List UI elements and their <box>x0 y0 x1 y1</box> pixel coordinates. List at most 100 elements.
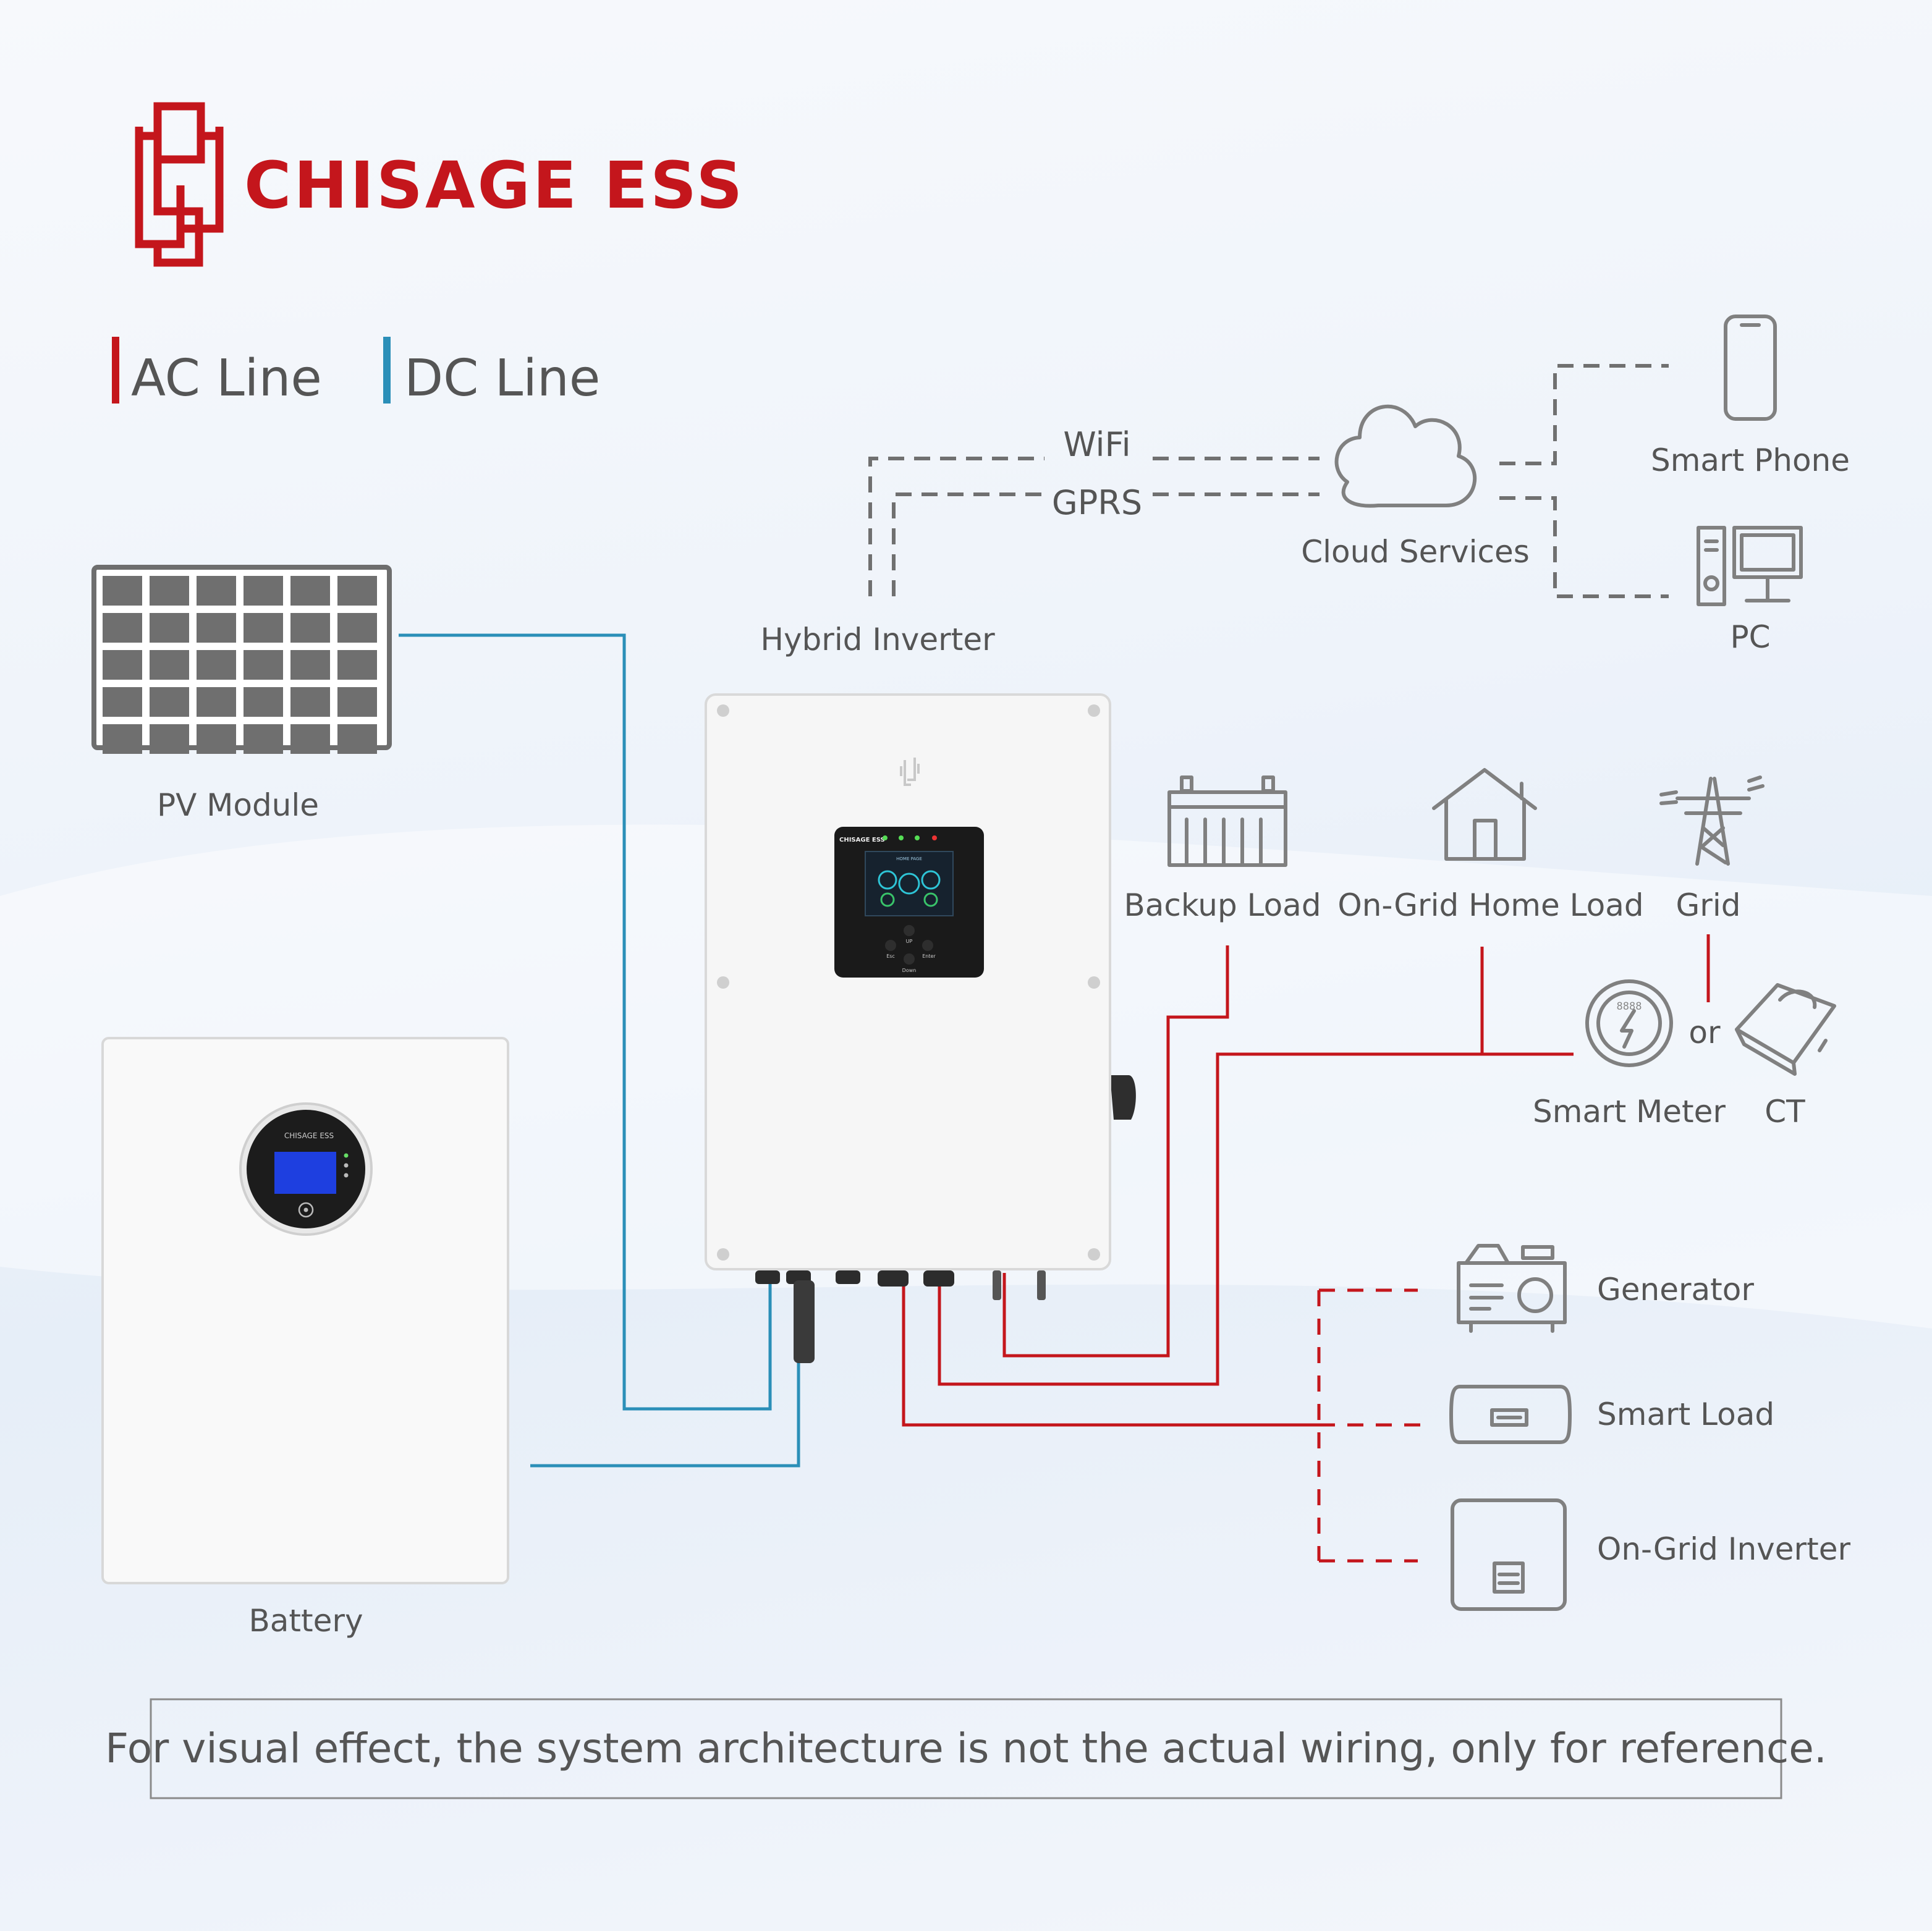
mount-screw <box>1088 704 1100 717</box>
inverter-enter-label: Enter <box>922 953 936 959</box>
pv-cell <box>103 650 142 680</box>
inverter-down-button[interactable] <box>904 953 915 965</box>
backup-load-ac-line <box>1002 945 1229 1358</box>
pv-cell <box>244 650 283 680</box>
pv-cell <box>197 576 236 606</box>
phone-link <box>1499 364 1669 465</box>
grid-label: Grid <box>1676 887 1741 923</box>
brand-logo: CHISAGE ESS <box>135 102 745 267</box>
smart-load-icon <box>1449 1385 1572 1444</box>
battery-label: Battery <box>248 1603 363 1639</box>
generator-icon <box>1457 1244 1567 1333</box>
inverter-esc-button[interactable] <box>885 940 896 951</box>
dc-isolator-switch[interactable] <box>1110 1075 1136 1120</box>
inverter-up-button[interactable] <box>904 925 915 936</box>
pv-cell <box>244 724 283 754</box>
pv-cell <box>244 687 283 717</box>
battery-unit: CHISAGE ESS <box>101 1037 509 1584</box>
pv-cell <box>337 687 377 717</box>
gprs-link-left <box>892 492 1044 596</box>
pc-icon <box>1697 526 1803 606</box>
wifi-label: WiFi <box>1063 425 1130 464</box>
transmission-tower-icon <box>1659 775 1765 866</box>
mount-screw <box>1088 1248 1100 1261</box>
brand-name: CHISAGE ESS <box>244 148 745 223</box>
pv-cell-grid <box>103 576 377 754</box>
mount-screw <box>717 704 729 717</box>
pv-cell <box>244 613 283 643</box>
battery-status-led <box>344 1173 349 1178</box>
battery-panel-brand: CHISAGE ESS <box>284 1131 334 1140</box>
screen-battery-gauge <box>880 892 895 907</box>
pv-cell <box>150 576 189 606</box>
pv-cell <box>150 650 189 680</box>
chisage-logo-icon <box>135 102 224 267</box>
pv-cell <box>290 687 330 717</box>
wifi-link-left <box>868 457 1044 596</box>
inverter-led-alarm <box>932 835 937 840</box>
power-icon <box>303 1207 308 1212</box>
pv-cell <box>103 687 142 717</box>
battery-power-button[interactable] <box>298 1202 314 1218</box>
pv-cell <box>337 576 377 606</box>
pv-cell <box>197 724 236 754</box>
gen-port-ac-line <box>902 1273 1319 1427</box>
inverter-screen-title: HOME PAGE <box>896 856 922 861</box>
pv-cell <box>290 576 330 606</box>
inverter-cable-glands <box>755 1270 1046 1363</box>
pv-cell <box>337 613 377 643</box>
pv-cell <box>337 650 377 680</box>
battery-dc-line <box>530 1359 800 1468</box>
inverter-led-run <box>883 835 888 840</box>
inverter-logo-icon <box>900 758 920 786</box>
pc-label: PC <box>1730 619 1770 655</box>
pc-link <box>1499 496 1669 598</box>
ac-line-swatch <box>112 337 119 404</box>
pv-cell <box>197 650 236 680</box>
pv-cell <box>290 613 330 643</box>
inverter-body <box>705 693 1111 1270</box>
smart-meter-display: 8888 <box>1617 1000 1642 1013</box>
pv-dc-line <box>399 633 772 1411</box>
pv-cell <box>244 576 283 606</box>
inverter-up-label: UP <box>906 939 913 944</box>
inverter-esc-label: Esc <box>886 953 895 959</box>
inverter-led-grid <box>899 835 904 840</box>
screen-pv-gauge <box>878 870 897 890</box>
smart-phone-label: Smart Phone <box>1651 442 1850 478</box>
on-grid-inverter-label: On-Grid Inverter <box>1597 1531 1850 1567</box>
ac-line-label: AC Line <box>131 349 322 408</box>
cloud-icon <box>1334 404 1477 508</box>
note-box <box>150 1698 1782 1799</box>
ct-label: CT <box>1765 1094 1805 1130</box>
battery-cable <box>794 1280 815 1363</box>
communication-links <box>868 364 1669 598</box>
pv-module-icon <box>91 565 392 754</box>
cloud-services-label: Cloud Services <box>1301 534 1530 570</box>
hybrid-inverter-unit: CHISAGE ESS HOME PAGE UP Esc Enter Down <box>705 693 1136 1363</box>
on-grid-home-load-label: On-Grid Home Load <box>1337 887 1643 923</box>
pv-cell <box>290 650 330 680</box>
pv-cell <box>150 613 189 643</box>
pv-cell <box>150 687 189 717</box>
pv-cell <box>150 724 189 754</box>
backup-load-icon <box>1167 775 1287 867</box>
mount-screw <box>717 1248 729 1261</box>
ct-clamp-icon <box>1735 983 1836 1076</box>
pv-cell <box>197 687 236 717</box>
pv-cell <box>337 724 377 754</box>
smart-phone-icon <box>1724 315 1777 421</box>
hybrid-inverter-label: Hybrid Inverter <box>760 622 995 657</box>
battery-screen <box>274 1152 336 1194</box>
pv-cell <box>103 724 142 754</box>
pv-cell <box>290 724 330 754</box>
inverter-enter-button[interactable] <box>922 940 933 951</box>
pv-module-label: PV Module <box>157 787 319 823</box>
pv-cell <box>103 576 142 606</box>
mount-screw <box>717 976 729 989</box>
on-grid-inverter-icon <box>1451 1498 1567 1611</box>
dc-line-swatch <box>383 337 391 404</box>
smart-meter-icon <box>1585 979 1673 1067</box>
legend: AC Line DC Line <box>112 337 600 408</box>
